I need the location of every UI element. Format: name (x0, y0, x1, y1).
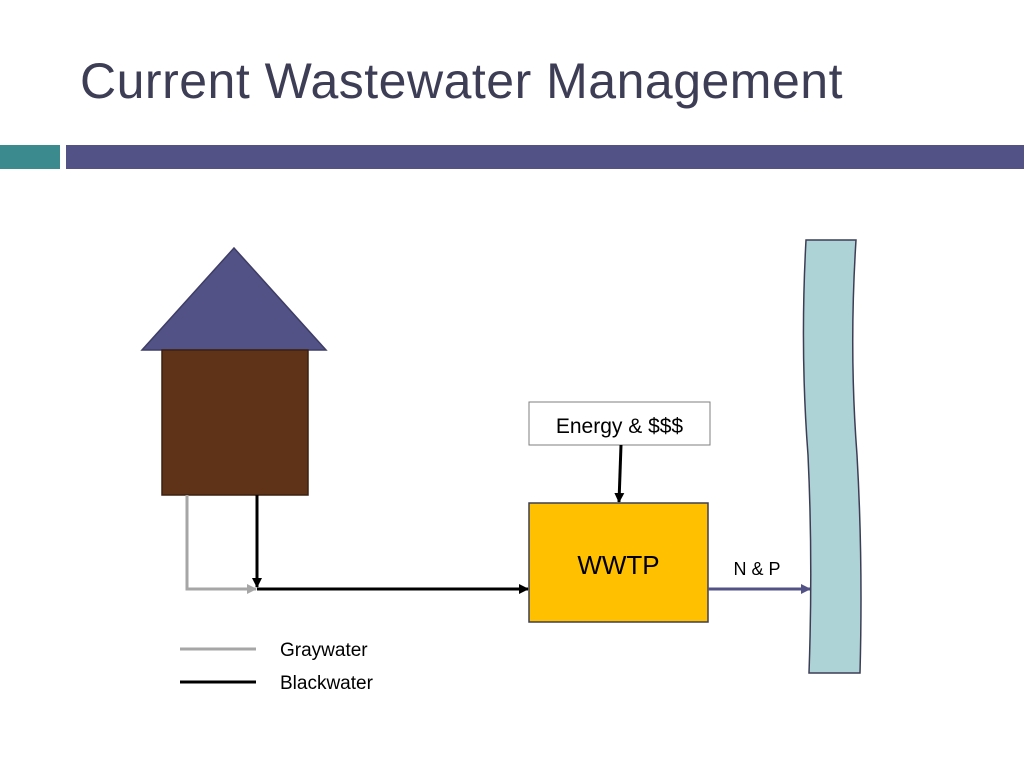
slide-title: Current Wastewater Management (80, 53, 843, 109)
river (802, 239, 862, 674)
legend: Graywater Blackwater (180, 640, 374, 694)
legend-label-graywater: Graywater (280, 640, 368, 661)
energy-arrow (614, 444, 625, 503)
energy-box (528, 401, 711, 446)
house-roof (140, 246, 328, 351)
house (140, 246, 328, 496)
wwtp-box (528, 502, 709, 623)
energy-box-label: Energy & $$$ (556, 415, 684, 438)
house-body (161, 349, 309, 496)
wwtp-label: WWTP (577, 550, 659, 580)
graywater-pipe (185, 495, 257, 594)
legend-label-blackwater: Blackwater (280, 673, 374, 694)
title-accent-bar (0, 145, 60, 169)
title-underline-bar (66, 145, 1024, 169)
outflow-label: N & P (733, 559, 780, 579)
